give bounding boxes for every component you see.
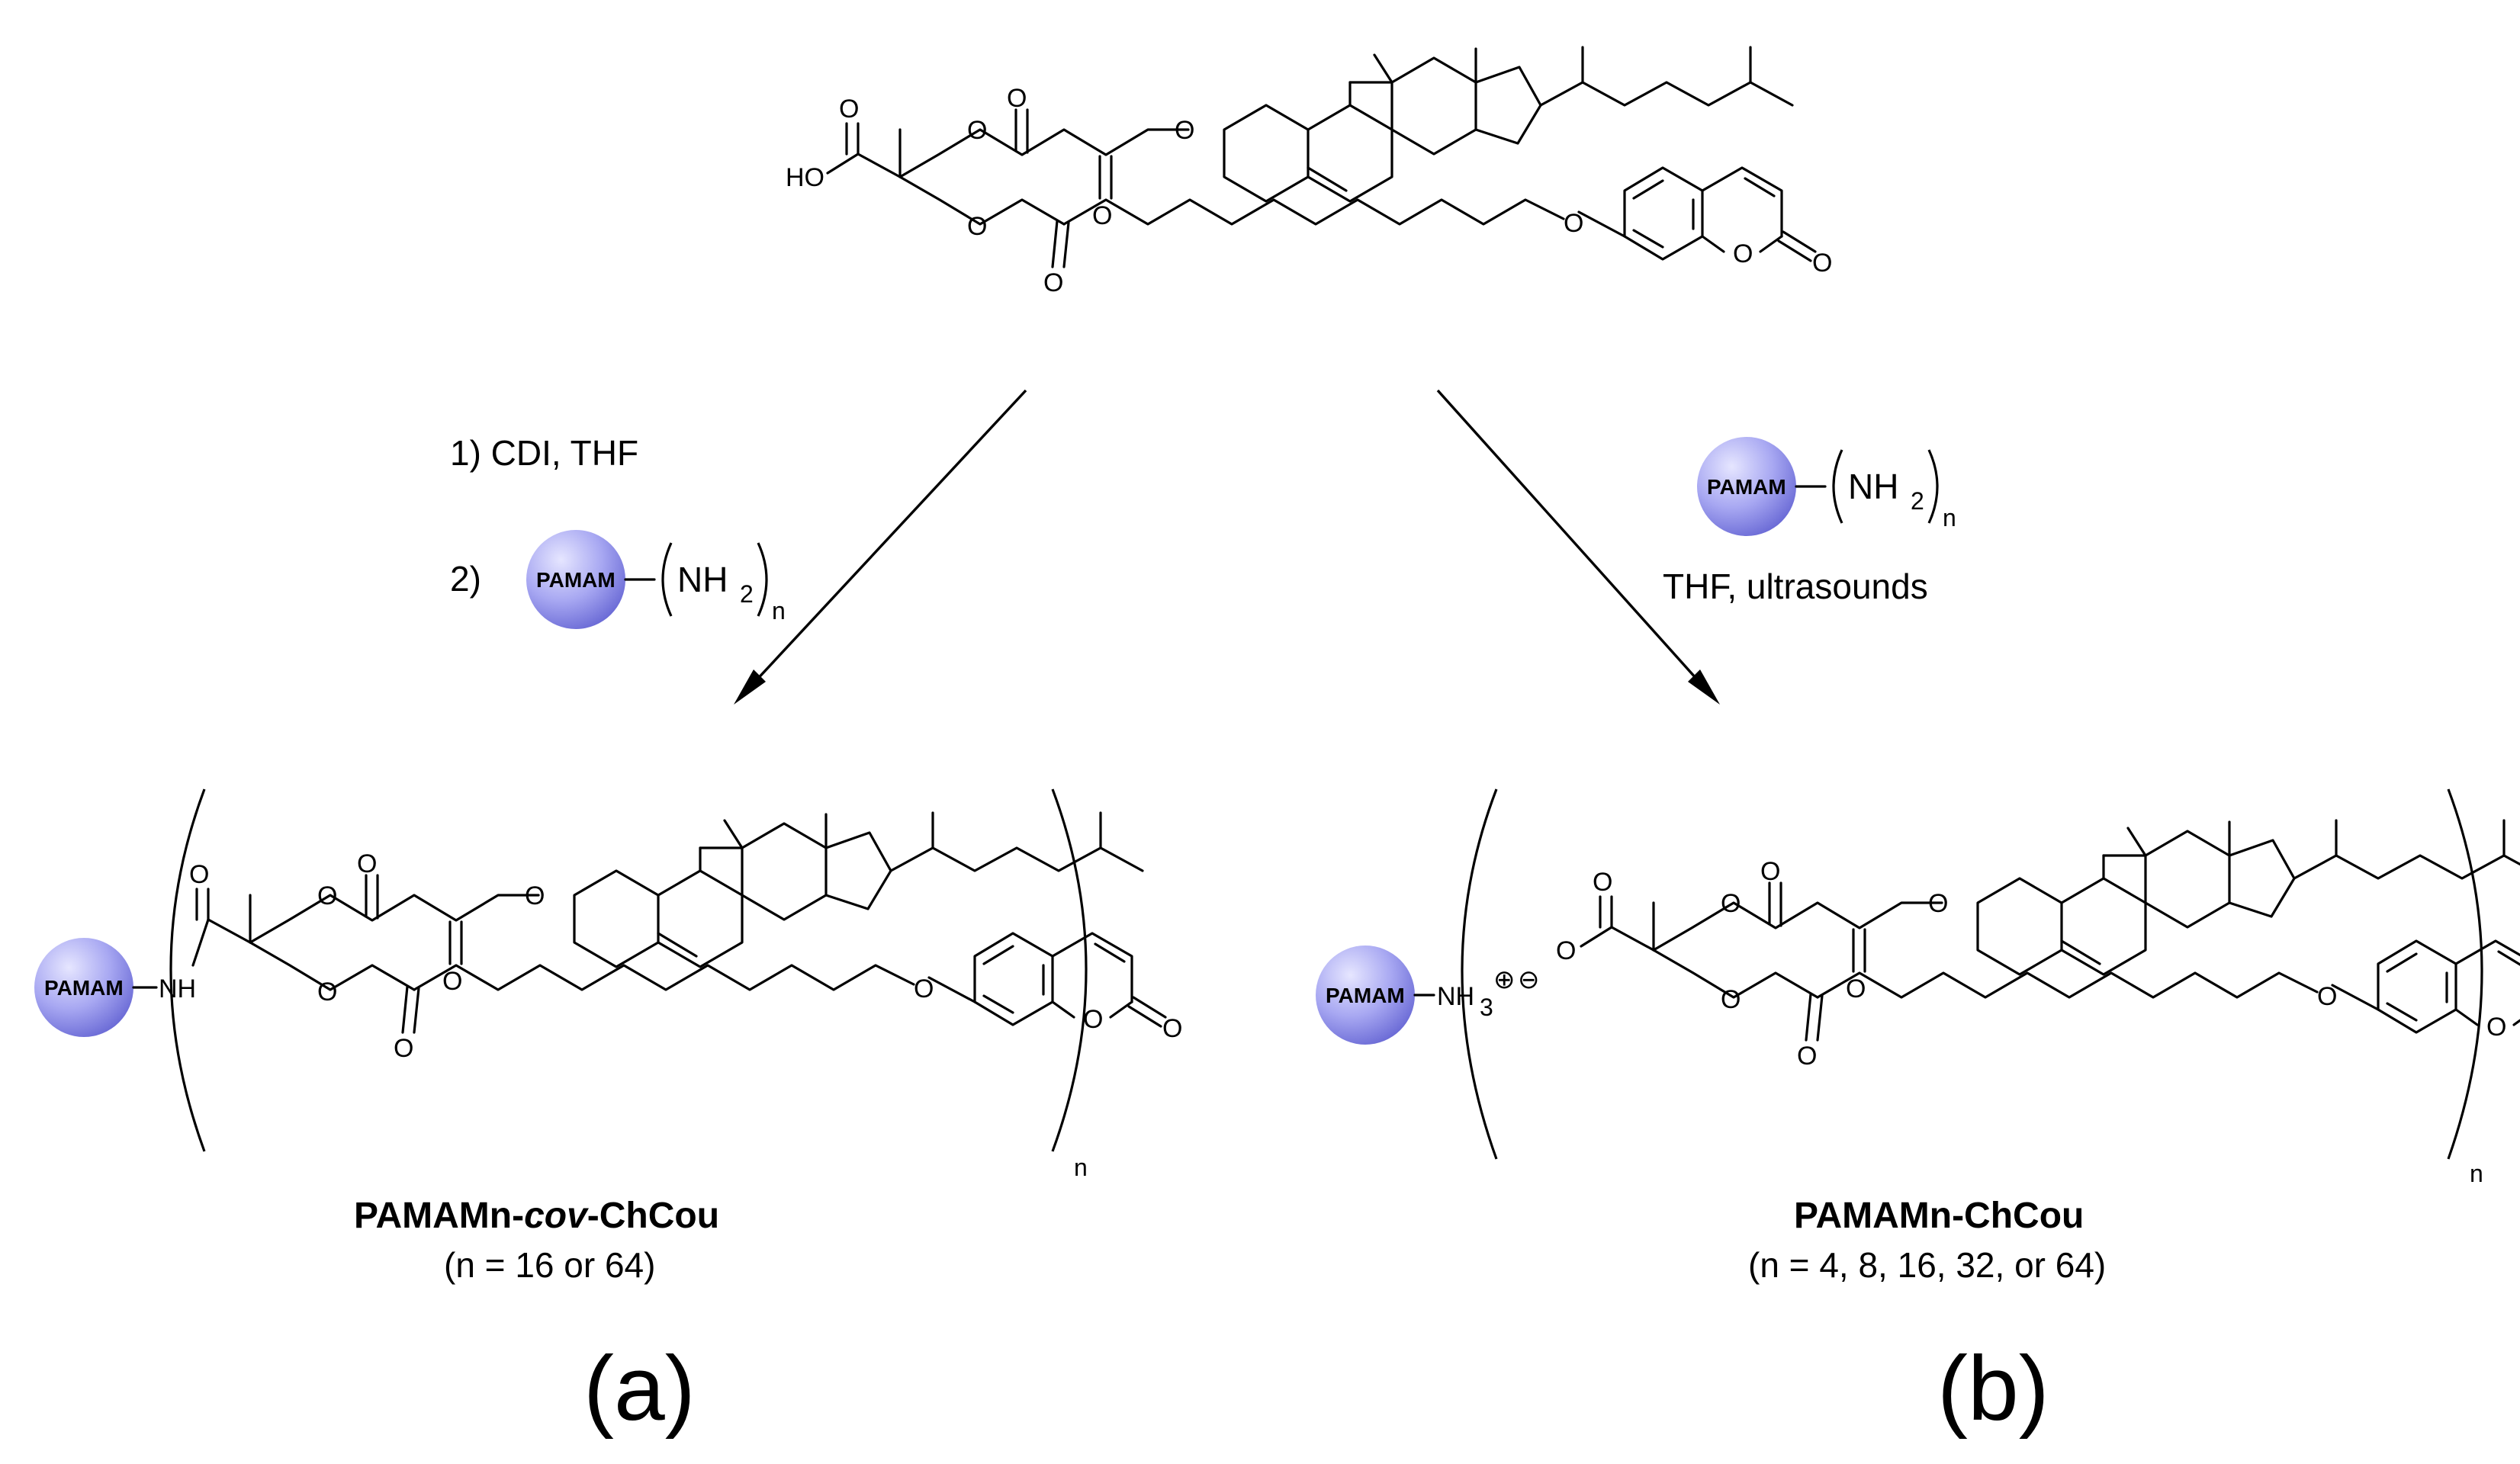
charge-minus: ⊖ <box>1518 965 1540 994</box>
atom-o: O <box>967 212 987 241</box>
product-a: PAMAM n O O O O O O O O O O NH PAMAMn-co… <box>34 788 1182 1440</box>
atom-nh3-subscript: 3 <box>1480 994 1493 1021</box>
amine-subscript: 2 <box>740 580 754 608</box>
atom-o: O <box>1846 974 1866 1003</box>
atom-o: O <box>1556 936 1576 965</box>
product-b-condition: (n = 4, 8, 16, 32, or 64) <box>1748 1245 2106 1285</box>
amine-label: NH <box>1848 467 1898 506</box>
atom-o: O <box>839 95 859 124</box>
atom-o: O <box>967 116 987 145</box>
atom-o: O <box>394 1034 413 1063</box>
condition-b: THF, ultrasounds <box>1663 567 1928 606</box>
product-b: PAMAM n NH 3 ⊕ ⊖ O O O O O O O O O O O <box>1316 788 2520 1440</box>
atom-o: O <box>317 978 337 1006</box>
atom-o: O <box>1721 889 1741 918</box>
atom-o: O <box>357 849 377 878</box>
atom-o: O <box>1043 268 1063 297</box>
panel-label-a: (a) <box>583 1337 696 1440</box>
atom-o: O <box>1733 239 1753 268</box>
atom-o: O <box>1564 209 1583 238</box>
step-2-label: 2) <box>450 559 481 599</box>
arrow-to-a <box>734 389 1027 705</box>
atom-o: O <box>1092 201 1112 230</box>
pamam-sphere-reagent-a: PAMAM <box>526 530 625 629</box>
amine-subscript: 2 <box>1911 487 1924 515</box>
atom-o: O <box>1175 116 1194 145</box>
pamam-sphere-product-a: PAMAM <box>34 938 133 1037</box>
pamam-sphere-product-b: PAMAM <box>1316 946 1415 1045</box>
pamam-label: PAMAM <box>1326 984 1405 1007</box>
repeat-count-b: n <box>2470 1160 2483 1187</box>
amine-count: n <box>1943 504 1956 531</box>
atom-o: O <box>525 881 545 910</box>
product-a-name: PAMAMn-cov-ChCou <box>354 1196 719 1236</box>
atom-o: O <box>914 974 934 1003</box>
atom-o: O <box>1721 985 1741 1014</box>
repeat-count-a: n <box>1074 1154 1088 1181</box>
atom-o: O <box>442 967 462 996</box>
atom-o: O <box>1162 1014 1182 1043</box>
product-b-name: PAMAMn-ChCou <box>1794 1196 2084 1236</box>
charge-plus: ⊕ <box>1493 965 1516 994</box>
pamam-label: PAMAM <box>44 976 124 1000</box>
step-1-label: 1) CDI, THF <box>450 433 638 473</box>
atom-o: O <box>1760 857 1780 886</box>
product-a-condition: (n = 16 or 64) <box>444 1245 655 1285</box>
atom-nh3: NH <box>1437 982 1474 1011</box>
pamam-sphere-reagent-b: PAMAM <box>1697 437 1796 536</box>
pamam-label: PAMAM <box>536 568 616 592</box>
atom-ho: HO <box>786 163 824 192</box>
atom-o: O <box>1797 1042 1817 1071</box>
reagents-a: 1) CDI, THF 2) PAMAM NH 2 n <box>450 433 786 629</box>
amine-count: n <box>772 597 786 624</box>
arrow-to-b <box>1436 389 1720 705</box>
atom-o: O <box>1593 868 1612 897</box>
atom-o: O <box>2486 1013 2506 1042</box>
reagents-b: PAMAM NH 2 n THF, ultrasounds <box>1663 437 1956 606</box>
atom-nh: NH <box>159 974 196 1003</box>
atom-o: O <box>1812 249 1832 278</box>
starting-material: O O O O O O O O O O HO <box>786 46 1832 297</box>
atom-o: O <box>1007 84 1027 113</box>
atom-o: O <box>2317 982 2337 1011</box>
atom-o: O <box>1083 1005 1103 1034</box>
atom-o: O <box>189 860 209 889</box>
amine-label: NH <box>677 560 728 599</box>
atom-o: O <box>317 881 337 910</box>
panel-label-b: (b) <box>1937 1337 2049 1440</box>
pamam-label: PAMAM <box>1707 475 1786 499</box>
atom-o: O <box>1928 889 1948 918</box>
